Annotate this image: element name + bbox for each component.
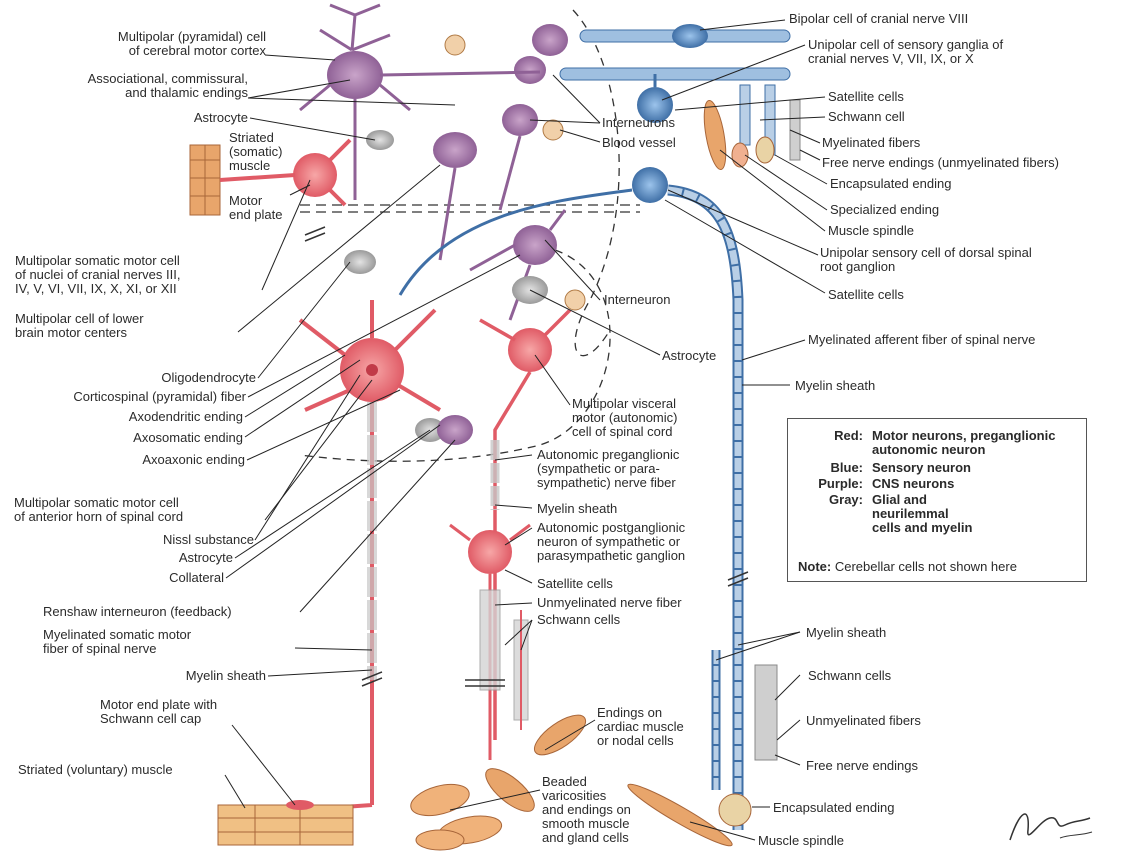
label-unmyelinated-fibers: Unmyelinated fibers: [806, 714, 976, 728]
legend-key-blue: Blue:: [788, 461, 863, 475]
label-anterior-horn: Multipolar somatic motor cell of anterio…: [14, 496, 264, 524]
legend-value-gray: Glial and neurilemmal cells and myelin: [872, 493, 1082, 535]
interneurons: [380, 24, 568, 260]
legend-value-purple: CNS neurons: [872, 477, 1082, 491]
label-unmyelinated-nerve: Unmyelinated nerve fiber: [537, 596, 757, 610]
label-cardiac: Endings on cardiac muscle or nodal cells: [597, 706, 727, 748]
postganglionic-neuron: [450, 525, 530, 760]
label-encapsulated-bottom: Encapsulated ending: [773, 801, 943, 815]
sensory-endings-top: [700, 99, 774, 171]
label-multipolar-pyramidal: Multipolar (pyramidal) cell of cerebral …: [18, 30, 266, 58]
label-beaded: Beaded varicosities and endings on smoot…: [542, 775, 672, 845]
label-motor-end-plate-schwann: Motor end plate with Schwann cell cap: [100, 698, 300, 726]
label-myelinated-fibers: Myelinated fibers: [822, 136, 1022, 150]
label-muscle-spindle-bottom: Muscle spindle: [758, 834, 908, 848]
label-astrocyte-mid: Astrocyte: [100, 551, 233, 565]
label-visceral-motor: Multipolar visceral motor (autonomic) ce…: [572, 397, 762, 439]
label-interneuron: Interneuron: [604, 293, 724, 307]
label-nissl: Nissl substance: [100, 533, 254, 547]
label-myelin-sheath-center: Myelin sheath: [537, 502, 687, 516]
legend-key-purple: Purple:: [788, 477, 863, 491]
label-unipolar-dorsal: Unipolar sensory cell of dorsal spinal r…: [820, 246, 1120, 274]
label-astrocyte-right: Astrocyte: [662, 349, 782, 363]
label-myelinated-somatic: Myelinated somatic motor fiber of spinal…: [43, 628, 293, 656]
legend-key-gray: Gray:: [788, 493, 863, 507]
label-blood-vessel: Blood vessel: [602, 136, 712, 150]
label-autonomic-post: Autonomic postganglionic neuron of sympa…: [537, 521, 767, 563]
striated-muscle-top: [190, 145, 220, 215]
label-interneurons: Interneurons: [602, 116, 712, 130]
label-autonomic-pre: Autonomic preganglionic (sympathetic or …: [537, 448, 757, 490]
label-striated-somatic: Striated (somatic) muscle: [229, 131, 309, 173]
label-lower-brain: Multipolar cell of lower brain motor cen…: [15, 312, 245, 340]
label-free-nerve-top: Free nerve endings (unmyelinated fibers): [822, 156, 1122, 170]
label-oligodendrocyte: Oligodendrocyte: [60, 371, 256, 385]
label-muscle-spindle-top: Muscle spindle: [828, 224, 1028, 238]
label-axosomatic: Axosomatic ending: [60, 431, 243, 445]
label-satellite-mid: Satellite cells: [828, 288, 1028, 302]
label-multipolar-cranial: Multipolar somatic motor cell of nuclei …: [15, 254, 265, 296]
label-associational: Associational, commissural, and thalamic…: [18, 72, 248, 100]
label-schwann-cells-center: Schwann cells: [537, 613, 687, 627]
label-collateral: Collateral: [100, 571, 224, 585]
label-motor-end-plate: Motor end plate: [229, 194, 309, 222]
legend-value-red: Motor neurons, preganglionic autonomic n…: [872, 429, 1082, 457]
label-astrocyte-top: Astrocyte: [100, 111, 248, 125]
label-myelin-sheath-lower: Myelin sheath: [806, 626, 956, 640]
color-legend: Red: Motor neurons, preganglionic autono…: [787, 418, 1087, 582]
label-bipolar-viii: Bipolar cell of cranial nerve VIII: [789, 12, 1069, 26]
label-axoaxonic: Axoaxonic ending: [60, 453, 245, 467]
label-striated-voluntary: Striated (voluntary) muscle: [18, 763, 238, 777]
legend-key-red: Red:: [788, 429, 863, 443]
label-satellite-top: Satellite cells: [828, 90, 1028, 104]
label-schwann-cell: Schwann cell: [828, 110, 1028, 124]
interneuron-mid: [470, 210, 565, 320]
label-myelin-sheath-left: Myelin sheath: [60, 669, 266, 683]
label-axodendritic: Axodendritic ending: [60, 410, 243, 424]
legend-note-text: Cerebellar cells not shown here: [831, 559, 1017, 574]
artist-signature: [1000, 800, 1100, 850]
label-myelin-sheath-right: Myelin sheath: [795, 379, 995, 393]
label-encapsulated-top: Encapsulated ending: [830, 177, 1030, 191]
label-specialized: Specialized ending: [830, 203, 1030, 217]
label-unipolar-cranial: Unipolar cell of sensory ganglia of cran…: [808, 38, 1108, 66]
label-corticospinal: Corticospinal (pyramidal) fiber: [10, 390, 246, 404]
label-satellite-bottom: Satellite cells: [537, 577, 687, 591]
striated-muscle-bottom: [218, 800, 353, 845]
label-renshaw: Renshaw interneuron (feedback): [43, 605, 303, 619]
label-schwann-cells-right: Schwann cells: [808, 669, 958, 683]
anterior-horn-cell: [300, 300, 440, 810]
legend-note: Note: Cerebellar cells not shown here: [798, 559, 1017, 574]
label-free-nerve-bottom: Free nerve endings: [806, 759, 976, 773]
legend-note-label: Note:: [798, 559, 831, 574]
label-myelinated-afferent: Myelinated afferent fiber of spinal nerv…: [808, 333, 1118, 347]
legend-value-blue: Sensory neuron: [872, 461, 1082, 475]
